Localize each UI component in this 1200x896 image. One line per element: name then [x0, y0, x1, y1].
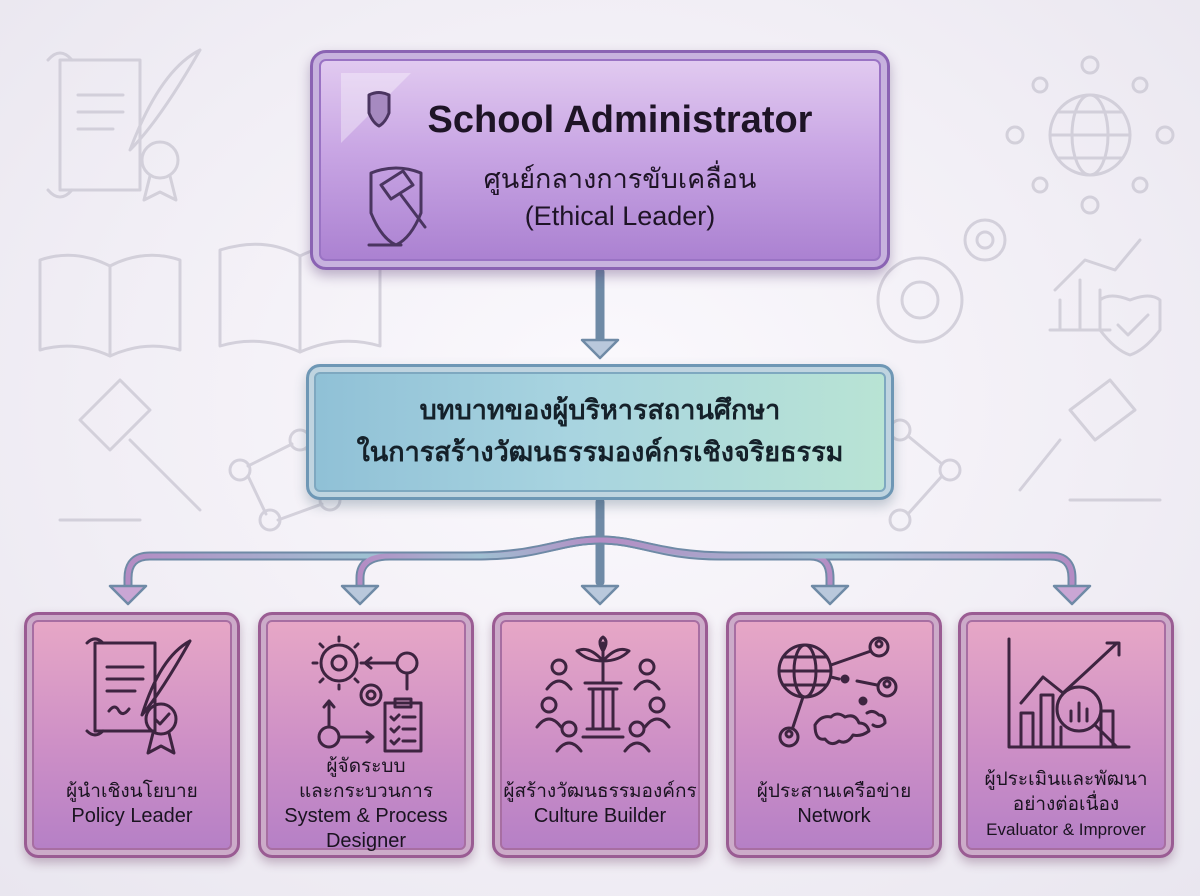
top-title: School Administrator	[427, 99, 813, 141]
role-english-label: System & Process	[284, 805, 448, 827]
bg-globe-icon	[1005, 55, 1175, 215]
role-english-label: Culture Builder	[533, 805, 667, 827]
bg-network-right-icon	[888, 418, 962, 532]
top-subtitle-thai: ศูนย์กลางการขับเคลื่อน	[483, 164, 757, 195]
role-thai-label: ผู้จัดระบบ	[326, 755, 406, 777]
role-thai-label: ผู้ประเมินและพัฒนา	[984, 767, 1148, 790]
middle-line-2: ในการสร้างวัฒนธรรมองค์กรเชิงจริยธรรม	[356, 437, 844, 468]
role-thai-label: อย่างต่อเนื่อง	[1012, 792, 1120, 815]
bg-scroll-icon	[46, 48, 202, 202]
bg-chart-shield-icon	[1048, 238, 1162, 357]
role-english-label: Designer	[325, 830, 407, 852]
people-pillar-icon	[535, 635, 671, 753]
role-box-culture-builder: ผู้สร้างวัฒนธรรมองค์กร Culture Builder	[492, 612, 708, 858]
role-thai-label: ผู้สร้างวัฒนธรรมองค์กร	[503, 780, 697, 802]
middle-line-1: บทบาทของผู้บริหารสถานศึกษา	[419, 395, 781, 426]
role-box-evaluator: ผู้ประเมินและพัฒนา อย่างต่อเนื่อง Evalua…	[958, 612, 1174, 858]
scroll-quill-icon	[85, 637, 192, 755]
shield-gavel-icon	[341, 73, 427, 247]
role-english-label: Policy Leader	[71, 805, 193, 827]
role-box-policy-leader: ผู้นำเชิงนโยบาย Policy Leader	[24, 612, 240, 858]
bg-gavel-right-icon	[1018, 378, 1162, 502]
role-box-network: ผู้ประสานเครือข่าย Network	[726, 612, 942, 858]
role-thai-label: ผู้ประสานเครือข่าย	[756, 780, 912, 802]
role-english-label: Evaluator & Improver	[986, 819, 1146, 839]
role-thai-label: ผู้นำเชิงนโยบาย	[66, 780, 198, 802]
bg-gears-icon	[876, 218, 1007, 344]
role-box-system-designer: ผู้จัดระบบ และกระบวนการ System & Process…	[258, 612, 474, 858]
globe-network-icon	[777, 636, 898, 748]
school-administrator-box: School Administrator ศูนย์กลางการขับเคลื…	[310, 50, 890, 270]
gears-checklist-icon	[311, 635, 423, 753]
top-subtitle-english: (Ethical Leader)	[524, 201, 716, 231]
role-english-label: Network	[797, 805, 871, 827]
administrator-role-box: บทบาทของผู้บริหารสถานศึกษา ในการสร้างวัฒ…	[306, 364, 894, 500]
chart-magnifier-icon	[1007, 637, 1131, 749]
bg-gavel-icon	[58, 378, 202, 522]
role-thai-label: และกระบวนการ	[298, 780, 434, 802]
